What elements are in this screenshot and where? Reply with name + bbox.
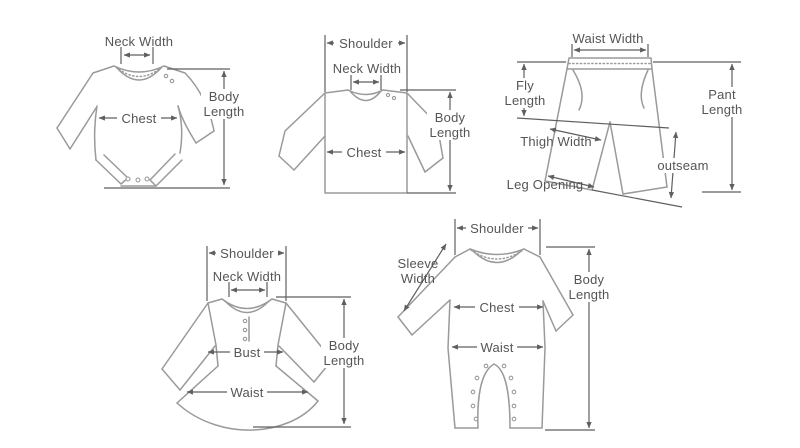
sweater-left-sleeve-outer [278,92,326,157]
bodysuit-shoulder-snap [169,78,175,84]
shorts-right-pocket [640,69,649,109]
romper-right-sleeve-outer [539,256,574,316]
bodysuit-shoulder-snap [163,73,169,79]
shorts-right-hem [622,186,668,195]
bodysuit-left-sleeve-outer [56,65,115,129]
bodysuit-collar-outer [113,65,165,73]
hem-extension-line [591,189,683,208]
bodysuit-right-cuff [195,130,215,144]
sweater-right-sleeve-outer [406,92,444,159]
shorts-right-inner-seam [609,121,624,195]
romper-crotch-snap [483,363,489,369]
dress-outline [161,298,333,431]
bodysuit-right-sleeve-outer [163,65,215,132]
sweater-shoulders [324,89,408,94]
bodysuit-diagram [56,47,230,189]
romper-crotch-snap [470,403,476,409]
romper-dimensions [403,219,595,431]
sweater-left-cuff [278,155,295,171]
romper-crotch-snap [511,389,517,395]
leg-opening-arrow [547,174,595,189]
shorts-dimensions [516,44,741,208]
dress-right-sleeve-outer [285,302,333,361]
dress-diagram [161,246,351,431]
outseam-arrow [668,131,679,199]
dress-right-cuff [313,359,333,383]
romper-crotch-snap [474,375,480,381]
dress-neckline-inner [224,300,270,314]
sweater-shoulder-button [385,92,391,98]
dress-button [242,327,248,333]
dress-bodice-right [275,302,287,367]
bodysuit-collar-inner [116,67,162,81]
romper-crotch-curve [477,363,511,429]
shorts-left-outer-seam [544,68,568,182]
bodysuit-left-cuff [56,127,71,150]
bodysuit-crotch-snap [125,176,131,182]
sweater-shoulder-button [391,95,397,101]
dress-left-cuff [161,368,181,391]
bodysuit-collar-ribbing [115,66,163,78]
dress-button [242,318,248,324]
romper-collar-inner [472,250,522,264]
bodysuit-left-sleeve-inner [69,107,97,150]
romper-crotch-snap [511,403,517,409]
romper-crotch-snap [511,416,517,422]
crotch-extension-line [516,117,670,129]
bodysuit-left-side [93,105,98,161]
dress-right-sleeve-inner [278,345,315,383]
sweater-collar-inner [349,90,382,102]
dress-button [242,336,248,342]
bodysuit-crotch-snap [135,177,141,183]
sweater-right-cuff [424,157,444,173]
dress-shoulders [207,298,287,304]
romper-left-cuff [397,316,413,336]
sweater-left-sleeve-inner [293,135,326,171]
shorts-diagram [516,44,741,208]
sleeve-width-arrow [403,243,447,312]
bodysuit-outline [56,65,215,187]
romper-left-sleeve-inner [411,299,451,336]
romper-crotch-snap [501,363,507,369]
dress-hem [176,400,319,431]
dress-skirt-right [275,365,319,402]
bodysuit-right-sleeve-inner [177,105,197,144]
dress-bodice-left [207,302,219,367]
bodysuit-left-leg-binding [95,154,129,185]
sweater-outline [278,89,444,194]
dress-left-sleeve-outer [161,302,209,370]
romper-right-cuff [555,314,574,332]
shorts-outline [544,57,668,195]
romper-right-sleeve-inner [542,300,557,332]
sweater-dimensions [324,35,456,194]
thigh-width-arrow [549,127,602,142]
bodysuit-crotch-snap [144,176,150,182]
shorts-waistband [566,57,653,70]
dress-neckline-outer [221,298,273,310]
romper-left-side [447,299,456,429]
shorts-left-hem [544,180,593,191]
sweater-right-sleeve-inner [407,135,426,173]
romper-diagram [397,219,595,431]
dress-dimensions [186,246,351,428]
romper-shoulders [454,248,541,258]
shorts-left-inner-seam [591,121,611,191]
sweater-body [324,92,408,194]
bodysuit-right-leg-binding [149,153,183,187]
romper-crotch-snap [473,416,479,422]
romper-right-side [541,300,546,429]
romper-outline [397,248,574,429]
romper-crotch-snap [508,375,514,381]
shorts-left-pocket [572,69,583,111]
romper-crotch-snap [470,389,476,395]
romper-collar-outer [469,248,525,256]
sweater-diagram [278,35,456,194]
dress-skirt-left [176,365,219,404]
